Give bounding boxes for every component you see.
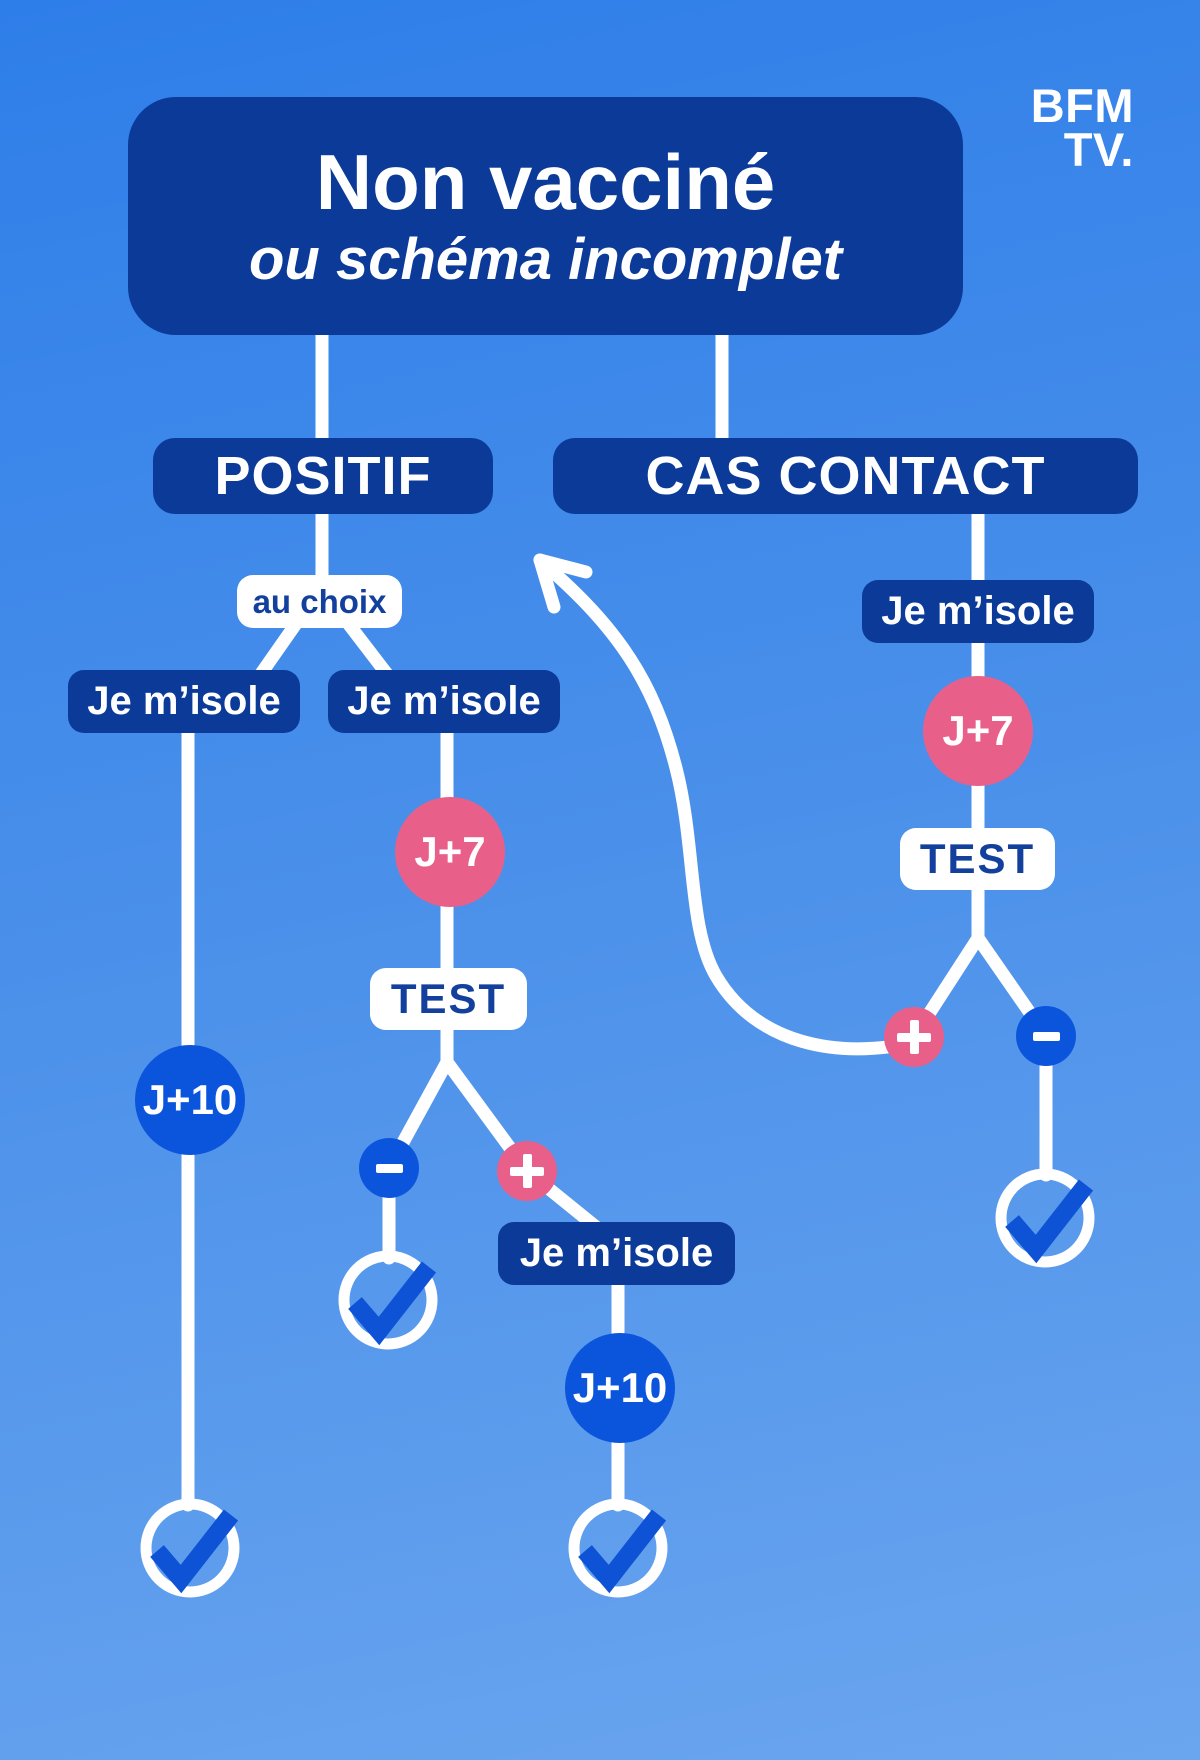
bfmtv-logo: BFM TV. xyxy=(1030,79,1134,176)
node-j7-right: J+7 xyxy=(923,676,1033,786)
plus-icon xyxy=(497,1141,557,1201)
node-j10-mid: J+10 xyxy=(565,1333,675,1443)
node-j10-left: J+10 xyxy=(135,1045,245,1155)
check-icon xyxy=(995,1168,1095,1268)
node-j7-mid: J+7 xyxy=(395,797,505,907)
node-isolate-right: Je m’isole xyxy=(862,580,1094,643)
bfmtv-logo-line2: TV. xyxy=(1063,122,1134,176)
minus-icon xyxy=(359,1138,419,1198)
check-icon xyxy=(338,1250,438,1350)
node-isolate-mid: Je m’isole xyxy=(328,670,560,733)
node-cas-contact: CAS CONTACT xyxy=(553,438,1138,514)
title-line2: ou schéma incomplet xyxy=(248,227,843,292)
check-icon xyxy=(140,1498,240,1598)
node-isolate-left: Je m’isole xyxy=(68,670,300,733)
node-test-mid: TEST xyxy=(370,968,527,1030)
node-test-right: TEST xyxy=(900,828,1055,890)
bfmtv-logo-line1: BFM xyxy=(1030,79,1134,132)
plus-icon xyxy=(884,1007,944,1067)
title-card: Non vacciné ou schéma incomplet xyxy=(128,97,963,335)
node-au-choix: au choix xyxy=(237,575,402,628)
check-icon xyxy=(568,1498,668,1598)
minus-icon xyxy=(1016,1006,1076,1066)
loop-arrow xyxy=(533,553,923,1056)
title-line1: Non vacciné xyxy=(315,138,776,226)
node-isolate-mid2: Je m’isole xyxy=(498,1222,735,1285)
node-positif: POSITIF xyxy=(153,438,493,514)
